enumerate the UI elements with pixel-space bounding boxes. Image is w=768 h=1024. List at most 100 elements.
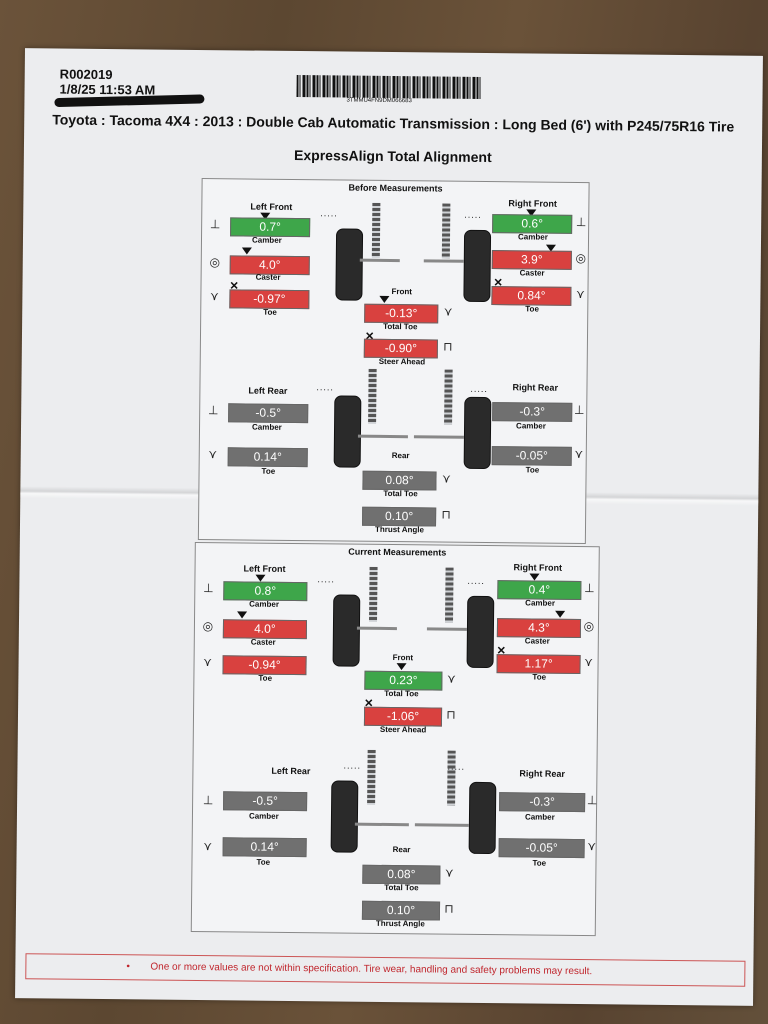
left-front-strut (371, 202, 381, 258)
camber-label: Camber (516, 421, 546, 431)
right-front-label: Right Front (508, 198, 557, 209)
left-rear-toe-gauge: 0.14° (222, 837, 307, 858)
panel-title: Current Measurements (348, 546, 447, 558)
caster-icon: ◎ (575, 250, 587, 266)
left-front-strut (369, 566, 378, 622)
total-toe-icon: ⋎ (444, 865, 454, 880)
toe-label: Toe (258, 673, 273, 683)
toe-icon: ⋎ (587, 839, 597, 854)
down-arrow-icon (237, 611, 248, 619)
rear-axle-left (357, 434, 408, 439)
caster-label: Caster (250, 637, 276, 647)
steer-ahead-label: Steer Ahead (378, 356, 426, 367)
front-label: Front (391, 287, 412, 297)
camber-label: Camber (525, 598, 556, 608)
right-rear-strut (444, 369, 453, 425)
right-rear-camber-gauge: -0.3° (499, 792, 586, 813)
right-front-label: Right Front (513, 562, 563, 573)
camber-label: Camber (248, 811, 279, 821)
camber-icon: ⊥ (209, 217, 221, 232)
rear-label: Rear (392, 845, 411, 855)
total-toe-label: Total Toe (383, 321, 418, 332)
rear-label: Rear (391, 451, 410, 461)
caster-icon: ◎ (209, 255, 221, 270)
dots: ..... (316, 382, 335, 393)
service-title: ExpressAlign Total Alignment (294, 146, 492, 166)
camber-label: Camber (524, 812, 555, 822)
rear-axle-right (413, 435, 464, 439)
right-rear-label: Right Rear (512, 382, 559, 393)
specification-warning: • One or more values are not within spec… (25, 953, 746, 987)
right-rear-label: Right Rear (519, 768, 565, 779)
vin-barcode (296, 75, 482, 99)
warning-bullet: • (126, 961, 130, 973)
rear-total-toe-gauge: 0.08° (362, 864, 441, 885)
rear-total-toe-gauge: 0.08° (362, 470, 437, 491)
before-measurements-panel: Before Measurements Left Front ..... ⊥ 0… (197, 178, 590, 545)
down-arrow-icon (241, 247, 252, 255)
camber-icon: ⊥ (584, 581, 595, 596)
repair-order-number: R002019 (59, 66, 113, 83)
toe-label: Toe (261, 466, 276, 476)
panel-title: Before Measurements (348, 182, 443, 194)
left-rear-camber-gauge: -0.5° (228, 403, 309, 424)
thrust-angle-label: Thrust Angle (375, 918, 425, 929)
right-rear-wheel (463, 396, 492, 470)
left-rear-label: Left Rear (248, 385, 288, 396)
left-front-label: Left Front (250, 201, 293, 212)
left-rear-camber-gauge: -0.5° (223, 791, 308, 812)
camber-icon: ⊥ (203, 581, 214, 596)
toe-icon: ⋎ (575, 286, 585, 302)
right-front-camber-gauge: 0.6° (492, 214, 573, 234)
camber-icon: ⊥ (207, 403, 219, 418)
caster-icon: ◎ (202, 619, 214, 634)
left-rear-wheel (333, 395, 362, 468)
steer-ahead-icon: ⊓ (443, 339, 453, 354)
toe-icon: ⋎ (203, 655, 213, 670)
toe-label: Toe (532, 858, 547, 868)
dots: ..... (464, 209, 482, 220)
toe-label: Toe (525, 465, 540, 475)
thrust-angle-icon: ⊓ (441, 507, 451, 522)
camber-label: Camber (517, 232, 548, 242)
front-total-toe-gauge: 0.23° (364, 670, 443, 691)
thrust-angle-label: Thrust Angle (374, 524, 425, 535)
dots: ..... (467, 575, 486, 587)
thrust-angle-gauge: 0.10° (361, 900, 441, 921)
total-toe-icon: ⋎ (442, 471, 451, 486)
rear-axle-left (354, 822, 409, 827)
caster-label: Caster (255, 272, 281, 282)
down-arrow-icon (379, 295, 390, 303)
left-front-toe-gauge: -0.97° (229, 289, 310, 310)
camber-icon: ⊥ (573, 402, 585, 418)
warning-text: One or more values are not within specif… (150, 961, 593, 978)
toe-icon: ⋎ (574, 446, 584, 462)
right-front-toe-gauge: 0.84° (491, 286, 572, 306)
camber-icon: ⊥ (586, 793, 598, 808)
right-front-caster-gauge: 4.3° (496, 618, 582, 639)
steer-ahead-label: Steer Ahead (379, 724, 427, 735)
left-front-toe-gauge: -0.94° (222, 655, 307, 676)
toe-label: Toe (263, 307, 277, 317)
right-front-strut (441, 203, 451, 259)
right-rear-strut (447, 750, 456, 806)
toe-label: Toe (525, 304, 539, 314)
left-front-label: Left Front (243, 563, 286, 574)
right-rear-camber-gauge: -0.3° (492, 402, 573, 422)
toe-icon: ⋎ (208, 447, 218, 462)
right-rear-toe-gauge: -0.05° (491, 446, 572, 466)
camber-icon: ⊥ (202, 793, 214, 808)
left-rear-strut (367, 749, 376, 805)
alignment-printout: R002019 1/8/25 11:53 AM 3TMMU4FN9DM06668… (15, 48, 763, 1006)
current-measurements-panel: Current Measurements Left Front ..... ⊥ … (190, 541, 600, 937)
right-front-camber-gauge: 0.4° (497, 580, 582, 601)
camber-label: Camber (251, 422, 282, 432)
toe-icon: ⋎ (584, 655, 594, 670)
right-front-arm (426, 627, 467, 631)
left-front-caster-gauge: 4.0° (222, 619, 308, 640)
caster-label: Caster (524, 636, 550, 646)
left-rear-strut (368, 368, 377, 424)
right-front-wheel (466, 595, 495, 669)
right-front-toe-gauge: 1.17° (496, 654, 581, 675)
left-rear-toe-gauge: 0.14° (227, 447, 308, 468)
